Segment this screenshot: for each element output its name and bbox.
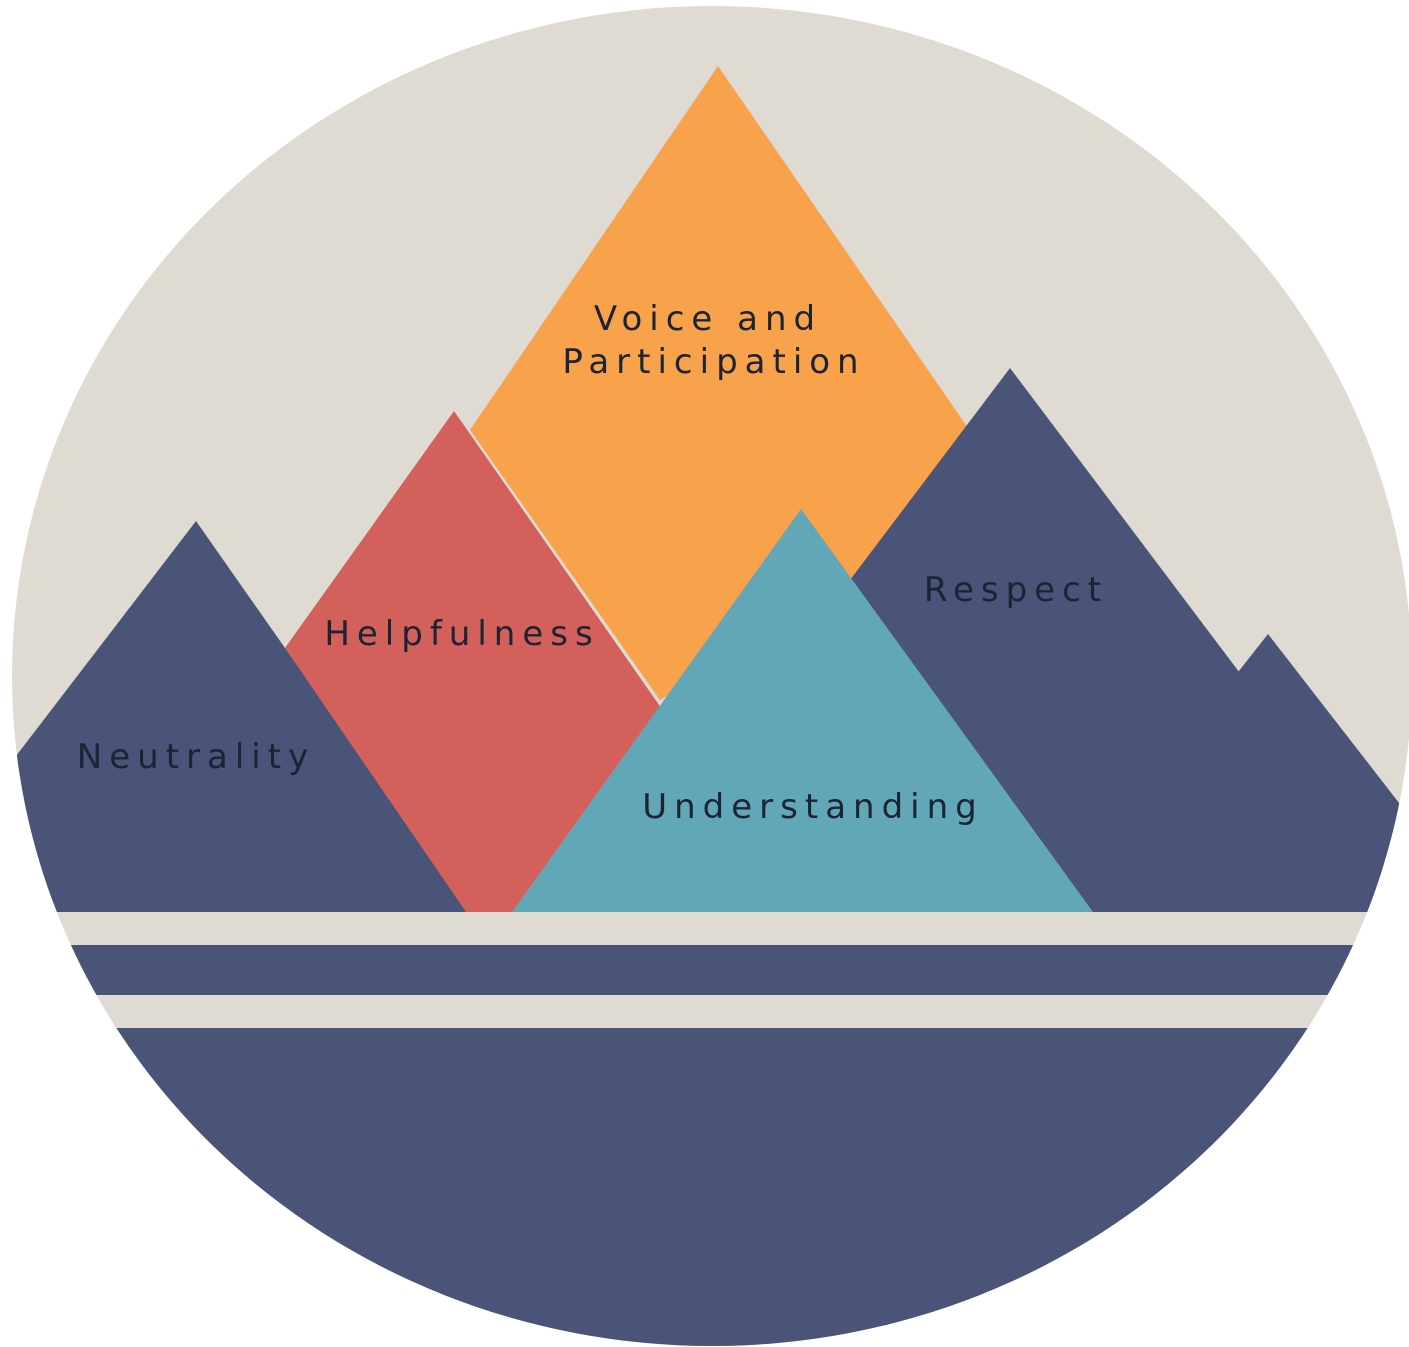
voice-label-line1: Voice and xyxy=(594,299,822,339)
neutrality-peak xyxy=(12,521,470,912)
horizon-light-stripe-lower xyxy=(12,995,1409,1028)
understanding-label: Understanding xyxy=(642,787,984,827)
helpfulness-label: Helpfulness xyxy=(324,614,599,654)
respect-label: Respect xyxy=(924,570,1108,610)
voice-label-line2: Participation xyxy=(562,342,865,382)
neutrality-label: Neutrality xyxy=(77,737,315,777)
horizon-navy-stripe xyxy=(12,945,1409,995)
ground-navy-base xyxy=(12,1028,1409,1346)
voice-and-participation-peak xyxy=(470,66,975,700)
horizon-light-stripe xyxy=(12,912,1409,945)
understanding-peak xyxy=(512,509,1093,912)
helpfulness-peak xyxy=(285,411,680,912)
